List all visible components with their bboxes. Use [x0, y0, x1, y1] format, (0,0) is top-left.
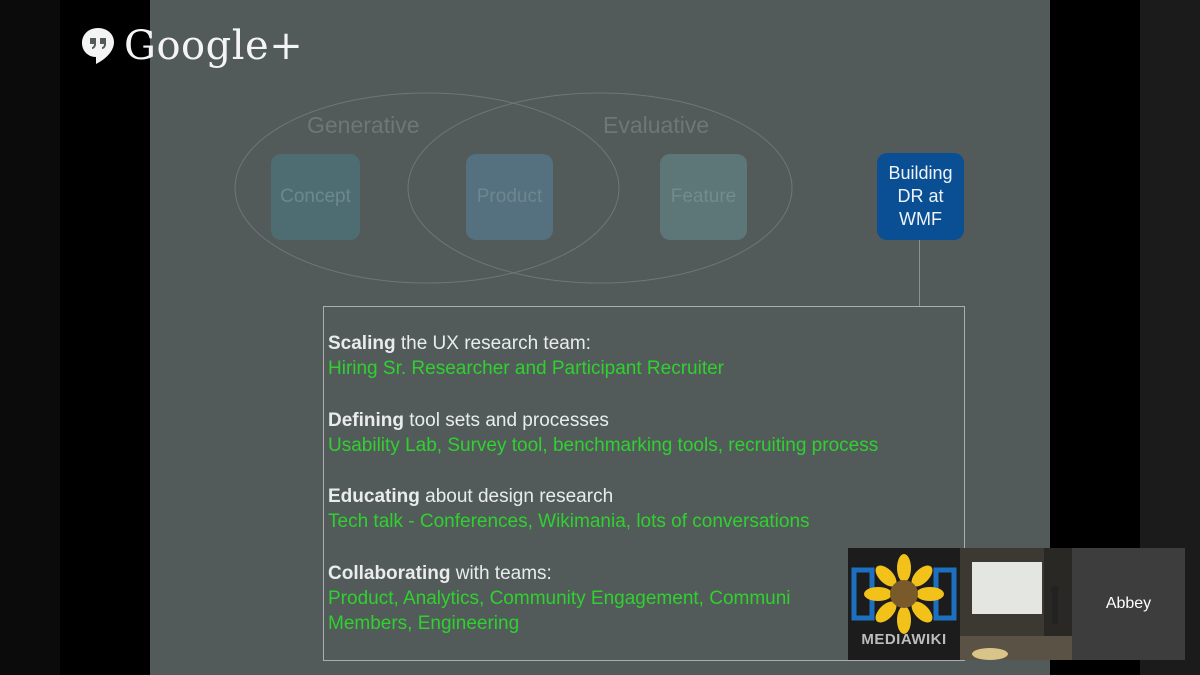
google-plus-logo: Google+: [80, 22, 303, 70]
product-label: Product: [476, 186, 543, 207]
item-heading: Defining tool sets and processes: [328, 408, 878, 433]
item-heading-rest: with teams:: [450, 563, 552, 584]
item-heading: Collaborating with teams:: [328, 561, 791, 586]
item-heading-bold: Scaling: [328, 333, 396, 354]
hangouts-icon: [82, 28, 114, 64]
google-plus-wordmark: Google+: [124, 23, 304, 69]
item-collaborating: Collaborating with teams: Product, Analy…: [328, 561, 791, 636]
item-heading: Scaling the UX research team:: [328, 331, 724, 356]
building-dr-box: Building DR at WMF: [877, 153, 964, 240]
participant-abbey-name: Abbey: [1105, 595, 1152, 612]
item-heading-bold: Collaborating: [328, 563, 451, 584]
content-box: [323, 306, 965, 661]
item-detail: Hiring Sr. Researcher and Participant Re…: [328, 358, 725, 379]
item-defining: Defining tool sets and processes Usabili…: [328, 408, 878, 458]
item-detail: Usability Lab, Survey tool, benchmarking…: [328, 435, 879, 456]
mediawiki-label: MEDIAWIKI: [861, 631, 947, 648]
mediawiki-sunflower-icon: [851, 554, 957, 634]
room-video-thumbnail: [960, 548, 1072, 660]
participant-strip: MEDIAWIKI Abbey: [848, 548, 1185, 660]
item-heading: Educating about design research: [328, 484, 810, 509]
feature-box: Feature: [660, 154, 747, 240]
concept-box: Concept: [271, 154, 360, 240]
left-letterbox: [0, 0, 60, 675]
item-scaling: Scaling the UX research team: Hiring Sr.…: [328, 331, 724, 381]
building-line-3: WMF: [899, 209, 942, 229]
concept-label: Concept: [280, 186, 351, 207]
building-line-2: DR at: [897, 186, 944, 206]
item-heading-rest: tool sets and processes: [404, 410, 609, 431]
item-educating: Educating about design research Tech tal…: [328, 484, 810, 534]
connector-line: [919, 240, 920, 306]
item-heading-bold: Defining: [328, 410, 404, 431]
evaluative-label: Evaluative: [603, 112, 710, 138]
participant-mediawiki[interactable]: MEDIAWIKI: [848, 548, 960, 660]
item-heading-rest: about design research: [419, 486, 614, 507]
item-heading-bold: Educating: [328, 486, 420, 507]
generative-label: Generative: [307, 112, 420, 138]
item-detail-continued: Members, Engineering: [328, 613, 520, 634]
participant-room-camera[interactable]: [960, 548, 1072, 660]
item-detail: Product, Analytics, Community Engagement…: [328, 588, 791, 609]
item-heading-rest: the UX research team:: [395, 333, 591, 354]
building-line-1: Building: [888, 163, 953, 183]
participant-abbey[interactable]: Abbey: [1072, 548, 1185, 660]
feature-label: Feature: [670, 186, 737, 207]
product-box: Product: [466, 154, 553, 240]
item-detail: Tech talk - Conferences, Wikimania, lots…: [328, 511, 810, 532]
